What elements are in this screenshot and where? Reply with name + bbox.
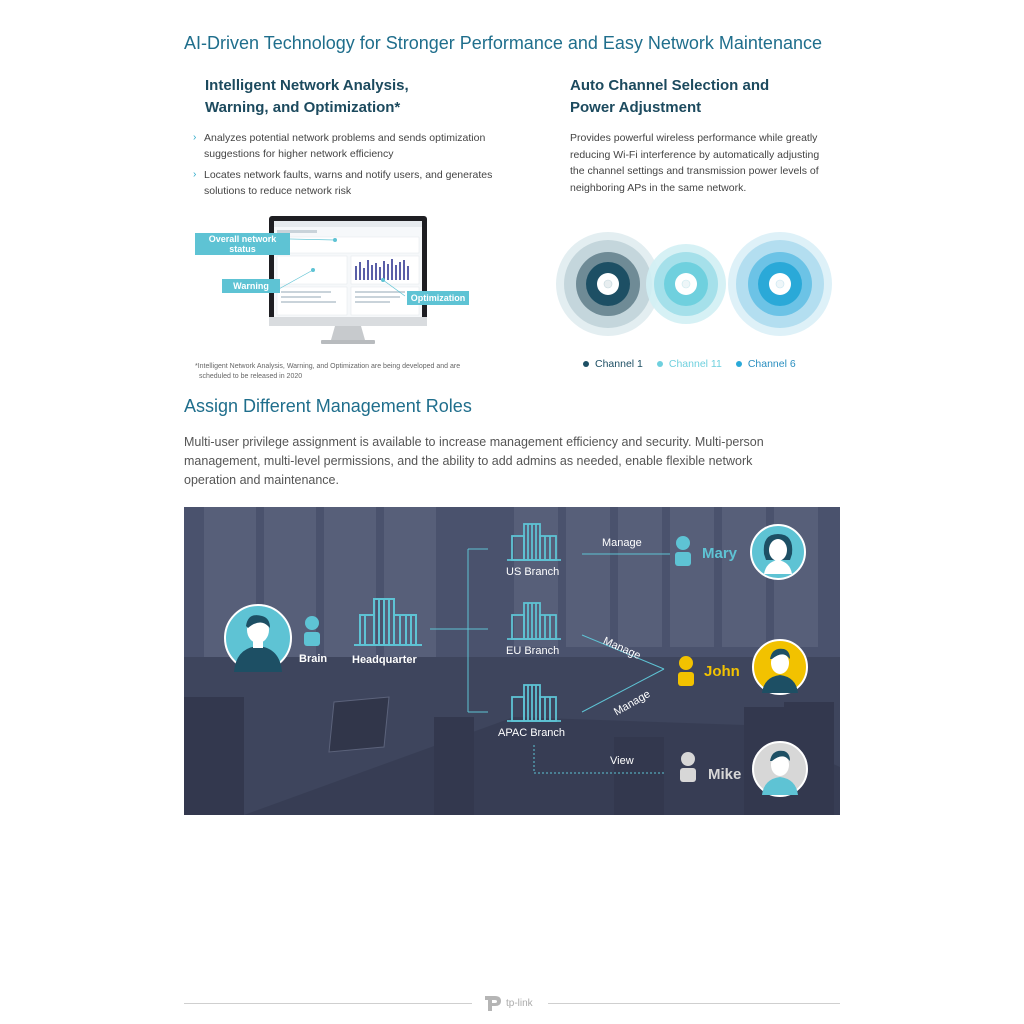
mary-avatar bbox=[750, 524, 806, 580]
bullet-item: › Analyzes potential network problems and… bbox=[193, 130, 493, 162]
legend-dot-icon bbox=[735, 361, 742, 367]
legend-dot-icon bbox=[583, 361, 589, 367]
user-icon bbox=[304, 616, 320, 646]
admin-label: Brain bbox=[299, 653, 328, 665]
left-heading-line1: Intelligent Network Analysis, bbox=[205, 77, 409, 94]
user-name-mary: Mary bbox=[702, 545, 738, 562]
branch-label-us: US Branch bbox=[506, 566, 560, 578]
monitor-icon bbox=[244, 216, 427, 344]
user-name-john: John bbox=[704, 663, 740, 680]
user-name-mike: Mike bbox=[708, 766, 742, 783]
building-icon bbox=[507, 602, 561, 640]
branch-label-eu: EU Branch bbox=[506, 645, 560, 657]
building-icon bbox=[507, 523, 561, 561]
right-heading-line2: Power Adjustment bbox=[570, 99, 702, 116]
channel-coverage-illustration bbox=[554, 232, 836, 336]
footer-logo: tp-link bbox=[483, 994, 533, 1012]
user-icon bbox=[675, 536, 691, 566]
footer-divider-right bbox=[548, 1003, 840, 1004]
roles-paragraph: Multi-user privilege assignment is avail… bbox=[184, 435, 764, 487]
branch-label-apac: APAC Branch bbox=[498, 727, 566, 739]
footer-divider-left bbox=[184, 1003, 472, 1004]
callout-overall-network-status: Overall network status bbox=[195, 233, 290, 255]
callout-warning: Warning bbox=[222, 279, 280, 293]
legend-channel-11: Channel 11 bbox=[656, 358, 722, 370]
john-avatar bbox=[752, 639, 808, 695]
chevron-right-icon: › bbox=[193, 132, 197, 143]
left-bullet-list: › Analyzes potential network problems and… bbox=[193, 130, 493, 204]
channel-legend: Channel 1 Channel 11 Channel 6 bbox=[583, 358, 796, 370]
right-heading: Auto Channel Selection and Power Adjustm… bbox=[570, 75, 769, 119]
admin-avatar bbox=[224, 604, 292, 672]
management-roles-diagram: Brain Headquarter US Branch EU Branch bbox=[184, 507, 840, 815]
legend-channel-6: Channel 6 bbox=[735, 358, 796, 370]
hq-label: Headquarter bbox=[352, 654, 417, 666]
right-paragraph: Provides powerful wireless performance w… bbox=[570, 132, 820, 194]
bullet-text: Analyzes potential network problems and … bbox=[204, 132, 486, 160]
building-icon bbox=[354, 598, 422, 646]
legend-dot-icon bbox=[656, 361, 663, 367]
callout-optimization: Optimization bbox=[407, 291, 469, 305]
section-title-roles: Assign Different Management Roles bbox=[184, 396, 472, 416]
left-heading-line2: Warning, and Optimization* bbox=[205, 99, 401, 116]
brand-name: tp-link bbox=[506, 997, 533, 1009]
user-icon bbox=[678, 656, 694, 686]
tp-link-logo-icon bbox=[485, 996, 501, 1011]
building-icon bbox=[507, 684, 561, 722]
footnote: *Intelligent Network Analysis, Warning, … bbox=[195, 363, 461, 380]
link-label-manage-us: Manage bbox=[602, 537, 642, 549]
legend-channel-1: Channel 1 bbox=[583, 358, 643, 370]
left-heading: Intelligent Network Analysis, Warning, a… bbox=[205, 75, 409, 119]
link-label-view: View bbox=[610, 755, 634, 767]
section-title-ai: AI-Driven Technology for Stronger Perfor… bbox=[184, 33, 822, 53]
right-heading-line1: Auto Channel Selection and bbox=[570, 77, 770, 94]
chevron-right-icon: › bbox=[193, 169, 197, 180]
bullet-text: Locates network faults, warns and notify… bbox=[204, 169, 493, 197]
bullet-item: › Locates network faults, warns and notif… bbox=[193, 167, 493, 199]
channel-circles-icon bbox=[556, 232, 832, 336]
user-icon bbox=[680, 752, 696, 782]
mike-avatar bbox=[752, 741, 808, 797]
monitor-illustration: Overall network status Warning Optimizat… bbox=[195, 210, 485, 350]
